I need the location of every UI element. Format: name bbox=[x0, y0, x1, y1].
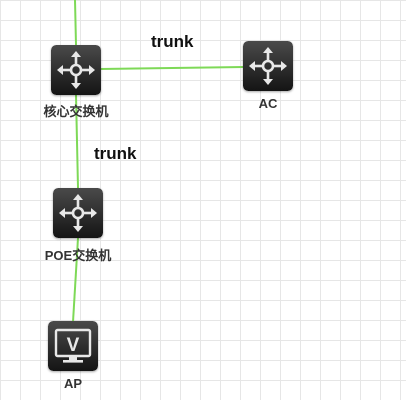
access-point-icon: V bbox=[48, 321, 98, 371]
node-label-poe: POE交换机 bbox=[44, 248, 112, 263]
switch-icon bbox=[53, 188, 103, 238]
node-label-ap: AP bbox=[63, 376, 83, 391]
link-label-core-ac: trunk bbox=[151, 32, 194, 51]
link-core-poe bbox=[75, 94, 79, 189]
switch-icon bbox=[243, 41, 293, 91]
link-poe-ap bbox=[72, 237, 79, 323]
node-label-ac: AC bbox=[258, 96, 278, 111]
switch-icon bbox=[51, 45, 101, 95]
node-poe-switch[interactable]: POE交换机 bbox=[45, 188, 111, 263]
ap-glyph: V bbox=[67, 335, 80, 356]
link-core-ac bbox=[99, 66, 245, 70]
node-ap[interactable]: V AP bbox=[48, 321, 98, 391]
link-label-core-poe: trunk bbox=[94, 144, 137, 163]
node-label-core: 核心交换机 bbox=[43, 104, 109, 119]
link-uplink bbox=[74, 0, 77, 46]
node-core-switch[interactable]: 核心交换机 bbox=[43, 45, 109, 119]
node-ac[interactable]: AC bbox=[243, 41, 293, 111]
